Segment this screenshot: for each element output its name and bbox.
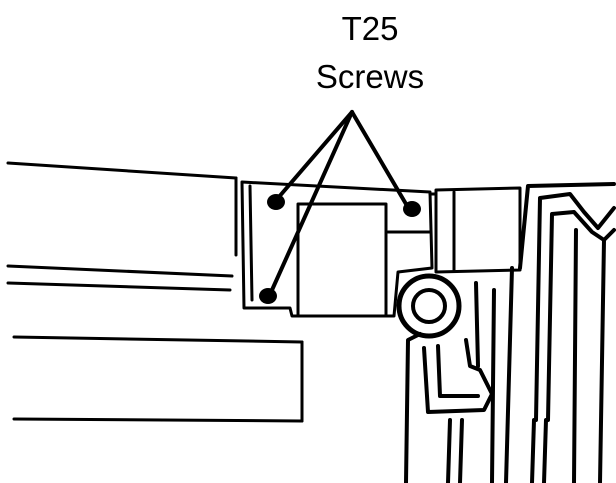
pivot-inner-ring bbox=[411, 288, 447, 324]
lid-rail-c bbox=[572, 228, 578, 483]
hinge-arm bbox=[404, 281, 496, 483]
upper-left-bar bbox=[6, 161, 238, 180]
lower-left-bar-top bbox=[12, 335, 304, 344]
arm-rail-3 bbox=[490, 288, 496, 483]
screw-marker bbox=[403, 201, 421, 217]
hinge-block-outline bbox=[434, 186, 522, 274]
lid-rail-a bbox=[530, 418, 536, 483]
arm-rail-2 bbox=[458, 418, 464, 483]
lower-left-bar-bottom bbox=[12, 417, 304, 423]
arm-outer-loop bbox=[436, 344, 480, 398]
callout-label-line2: Screws bbox=[315, 58, 425, 95]
left-rail-top bbox=[6, 264, 234, 278]
arm-right-edge bbox=[474, 281, 480, 368]
bracket-outline bbox=[240, 180, 434, 318]
arm-left-edge bbox=[404, 332, 422, 483]
lid-frame bbox=[504, 182, 616, 483]
screw-markers bbox=[259, 194, 421, 304]
lid-rail-b bbox=[542, 418, 548, 483]
left-rail-bottom bbox=[6, 281, 232, 292]
square-block bbox=[296, 202, 388, 318]
pivot-outer-ring bbox=[396, 273, 462, 339]
screw-marker bbox=[267, 194, 285, 210]
screw-marker bbox=[259, 288, 277, 304]
hinge-block bbox=[428, 186, 522, 274]
lid-rail-left bbox=[504, 266, 514, 483]
callout-label-line1: T25 bbox=[341, 10, 399, 47]
lid-outer-edge bbox=[518, 182, 616, 270]
bracket-inner-edge bbox=[248, 184, 254, 302]
hinge-bracket bbox=[240, 180, 434, 318]
arm-rail-1 bbox=[446, 418, 452, 483]
leader-to-screw-2 bbox=[350, 110, 408, 206]
leader-to-screw-1 bbox=[276, 110, 354, 200]
pivot-pin bbox=[396, 273, 462, 339]
arm-inner-loop bbox=[422, 338, 494, 414]
left-panel bbox=[6, 161, 304, 423]
lid-rail-d bbox=[598, 238, 606, 483]
lid-channel bbox=[534, 192, 616, 422]
callout-leaders bbox=[270, 110, 408, 292]
lid-inner-channel bbox=[546, 210, 616, 422]
leader-to-screw-3 bbox=[270, 110, 354, 292]
